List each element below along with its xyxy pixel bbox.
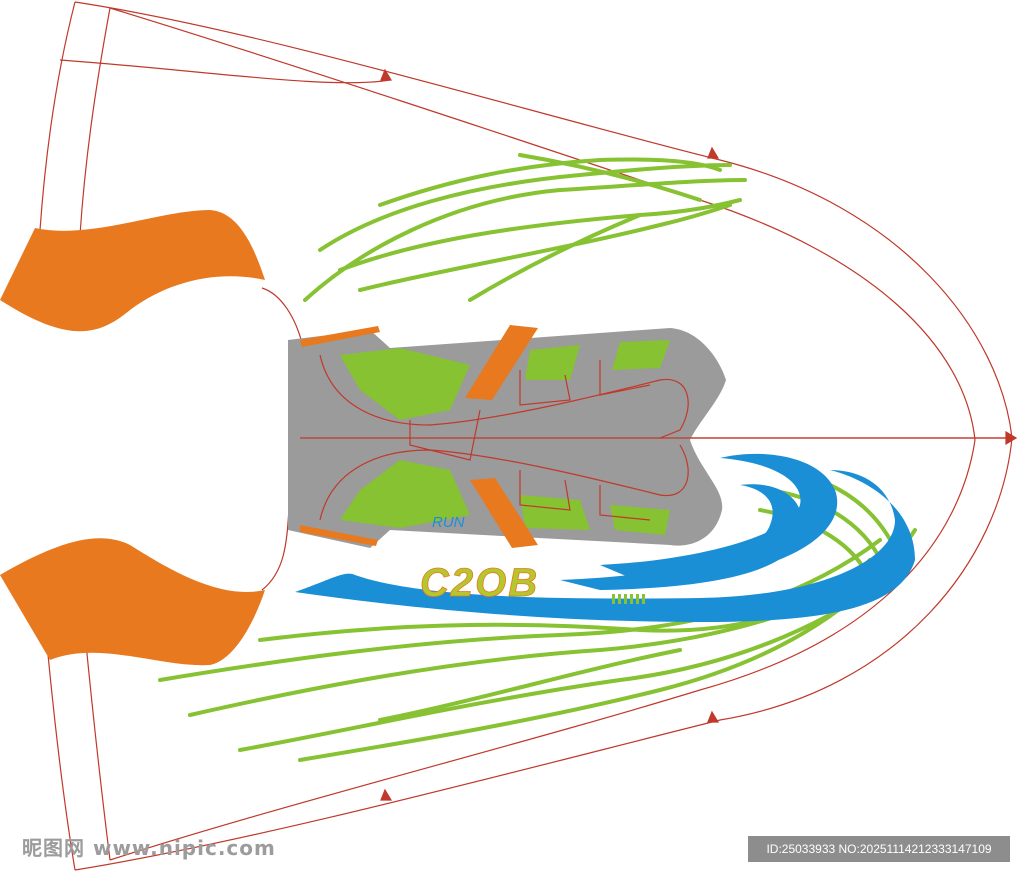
orange-bars [300, 325, 538, 548]
image-id-label: ID:25033933 NO:20251114212333147109 [748, 836, 1010, 862]
blue-swoosh [295, 453, 915, 622]
green-vein-top [303, 153, 747, 302]
stitch-lines [300, 354, 1012, 521]
run-logo-text: RUN [432, 514, 465, 531]
heel-top-orange [0, 210, 265, 332]
green-inlays [340, 340, 670, 535]
model-code-dashes [612, 594, 645, 604]
site-watermark: 昵图网 www.nipic.com [22, 836, 276, 860]
heel-bottom-orange [0, 538, 265, 666]
model-code-text: C2OB [420, 561, 539, 605]
